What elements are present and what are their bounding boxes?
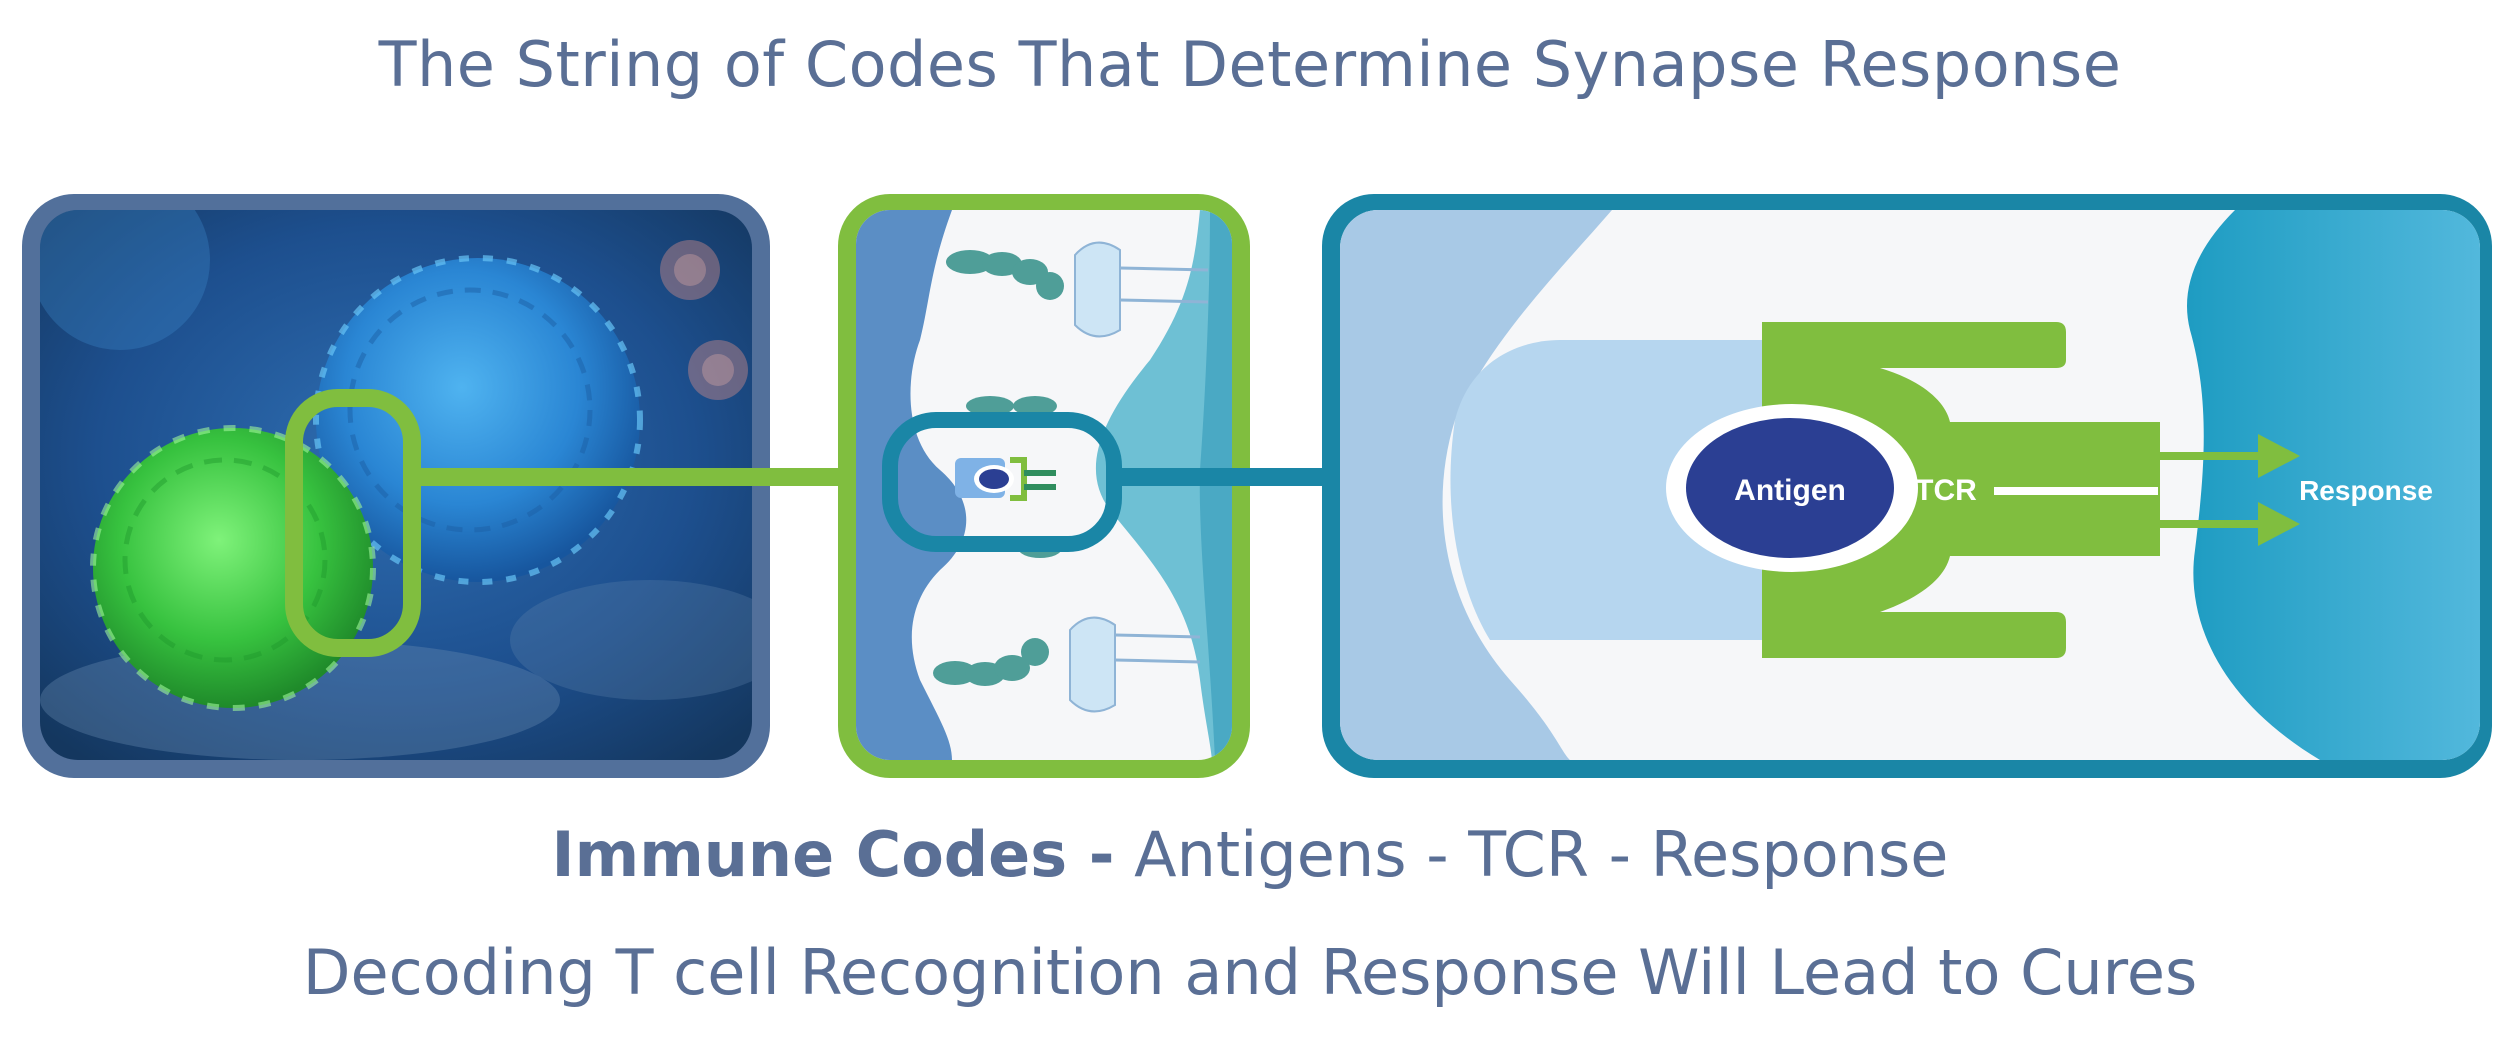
codes-sequence: Antigens - TCR - Response	[1114, 818, 1949, 891]
synapse-highlight-ring	[285, 389, 421, 657]
antigen-ellipse	[1686, 418, 1894, 558]
tcr-receptor-shape	[1762, 322, 2160, 658]
membrane-protein-top	[946, 241, 1209, 338]
signal-line	[1994, 487, 2158, 495]
connector-right	[1114, 468, 1326, 486]
page-title: The String of Codes That Determine Synap…	[378, 28, 2122, 101]
immune-codes-subtitle: Immune Codes - Antigens - TCR - Response	[0, 818, 2500, 891]
response-arrows	[2160, 434, 2300, 546]
response-label: Response	[2299, 475, 2433, 506]
membrane-protein-bottom	[933, 616, 1201, 713]
tcr-label: TCR	[1915, 474, 1977, 507]
connector-left	[412, 468, 858, 486]
immune-codes-label: Immune Codes -	[551, 818, 1115, 891]
antigen-tcr-response-panel: Antigen TCR Response	[1322, 194, 2492, 778]
tagline: Decoding T cell Recognition and Response…	[302, 936, 2198, 1009]
antigen-label: Antigen	[1734, 474, 1846, 507]
cell-micrograph-panel	[22, 194, 770, 778]
mini-tcr-complex	[955, 457, 1056, 501]
blue-t-cell	[316, 258, 640, 582]
